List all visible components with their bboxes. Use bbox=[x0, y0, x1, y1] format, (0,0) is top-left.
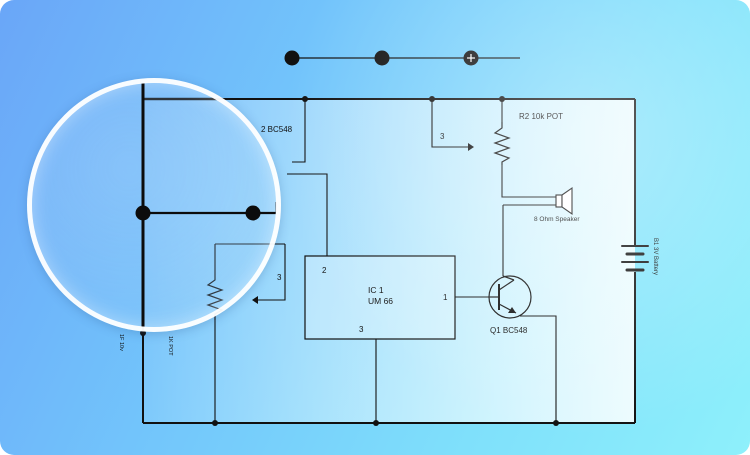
battery-label: B1 3V Battery bbox=[652, 238, 658, 275]
battery-symbol bbox=[621, 245, 649, 272]
speaker-label: 8 Ohm Speaker bbox=[534, 216, 580, 223]
r2-potentiometer bbox=[493, 122, 511, 165]
ic1-name-label: IC 1 bbox=[368, 285, 384, 295]
r2-pot-label: R2 10k POT bbox=[519, 112, 563, 121]
ic1-pin1-label: 1 bbox=[443, 293, 448, 302]
ic1-pin2-label: 2 bbox=[322, 266, 327, 275]
q1-label: Q1 BC548 bbox=[490, 326, 528, 335]
ic1-part-label: UM 66 bbox=[368, 296, 393, 306]
r2-wiper-arrow bbox=[468, 143, 474, 151]
r1-pot-label: 1K POT bbox=[167, 336, 173, 356]
magnifier-lens bbox=[27, 78, 281, 332]
r2-wiper-pin-label: 3 bbox=[440, 132, 445, 141]
magnified-wires bbox=[135, 83, 276, 327]
q2-label: 2 BC548 bbox=[261, 125, 293, 134]
r1-wiper-pin-label: 3 bbox=[277, 273, 282, 282]
ic1-pin3-label: 3 bbox=[359, 325, 364, 334]
speaker-symbol bbox=[555, 186, 573, 216]
ic1-box bbox=[304, 255, 456, 340]
r1-wiper-arrow bbox=[252, 296, 258, 304]
top-node-line bbox=[284, 50, 520, 66]
q1-emitter-arrow bbox=[508, 307, 516, 313]
capacitor-label: 1F 10v bbox=[118, 334, 124, 351]
